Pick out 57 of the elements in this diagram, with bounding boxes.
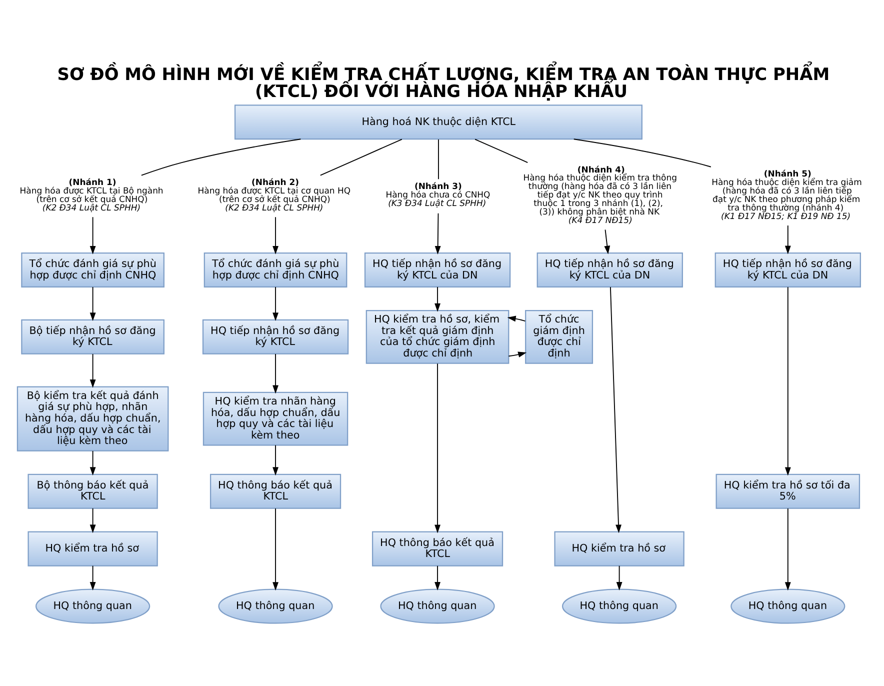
arrow <box>434 362 440 533</box>
node-box: HQ kiểm tra hồ sơ <box>28 530 158 566</box>
connector <box>320 138 402 176</box>
node-ellipse: HQ thông quan <box>380 588 495 624</box>
node-text: (Nhánh 1) Hàng hóa được KTCL tại Bộ ngành (trên cơ sở kết quả CNHQ) (K2 Đ34 Luật CL SPHH) <box>20 176 164 212</box>
node-text: (Nhánh 4) Hàng hóa thuộc diện kiểm tra thông thường (hàng hóa đã có 3 lần liên tiếp đạt y/c NK theo quy trình thuộc 1 trong 3 nhánh (1), (2), (3)) không phân biệt nhà NK (K4 Đ17 NĐ15) <box>523 164 677 225</box>
arrow <box>434 564 440 590</box>
diagram-title: SƠ ĐỒ MÔ HÌNH MỚI VỀ KIỂM TRA CHẤT LƯỢNG, KIỂM TRA AN TOÀN THỰC PHẨM (KTCL) ĐỐI VỚI HÀNG HÓA NHẬP KHẨU <box>57 64 830 101</box>
connector <box>140 138 302 176</box>
node-box: HQ tiếp nhận hồ sơ đăng ký KTCL của DN <box>536 252 683 288</box>
node-box: HQ tiếp nhận hồ sơ đăng ký KTCL của DN <box>714 252 861 288</box>
node-box: Bộ tiếp nhận hồ sơ đăng ký KTCL <box>21 318 164 354</box>
node-box: HQ kiểm tra nhãn hàng hóa, dấu hợp chuẩn, dấu hợp quy và các tài liệu kèm theo <box>202 391 348 446</box>
node-ellipse: HQ thông quan <box>730 588 846 624</box>
node-box: HQ tiếp nhận hồ sơ đăng ký KTCL của DN <box>364 252 511 288</box>
node-text: (Nhánh 5) Hàng hóa thuộc diện kiểm tra giảm (hàng hóa đã có 3 lần liên tiếp đạt y/c NK theo phương pháp kiểm tra thông thường (nhánh 4) (K1 Đ17 NĐ15; K1 Đ19 NĐ 15) <box>712 168 862 220</box>
arrow <box>604 228 610 254</box>
node-box: Tổ chức đánh giá sự phù hợp được chỉ định CNHQ <box>21 252 164 288</box>
node-box: HQ kiểm tra hồ sơ <box>554 530 684 566</box>
arrow <box>272 508 278 590</box>
node-text: (Nhánh 3) Hàng hóa chưa có CNHQ (K3 Đ34 Luật CL SPHH) <box>386 180 490 208</box>
node-ellipse: HQ thông quan <box>562 588 677 624</box>
node-box: HQ kiểm tra hồ sơ tối đa 5% <box>716 473 860 508</box>
arrow <box>616 564 622 590</box>
node-box: Bộ kiểm tra kết quả đánh giá sự phù hợp, nhãn hàng hóa, dấu hợp chuẩn, dấu hợp quy và các tài liệu kèm theo <box>16 386 169 451</box>
node-ellipse: HQ thông quan <box>35 588 150 624</box>
arrow <box>434 212 441 254</box>
arrow <box>784 508 791 590</box>
node-box: Tổ chức đánh giá sự phù hợp được chỉ định CNHQ <box>204 252 348 288</box>
arrow <box>90 507 96 533</box>
arrow <box>784 286 791 476</box>
arrow <box>508 351 527 357</box>
arrow <box>507 315 526 322</box>
arrow <box>272 353 278 394</box>
arrow <box>272 286 278 321</box>
arrow <box>90 450 96 476</box>
arrow <box>90 216 96 254</box>
node-box: Tổ chức giám định được chỉ định <box>525 309 594 364</box>
node-box: Hàng hoá NK thuộc diện KTCL <box>234 104 642 140</box>
node-box: HQ thông báo kết quả KTCL <box>372 530 504 566</box>
arrow <box>434 286 440 312</box>
arrow <box>784 224 791 254</box>
arrow <box>272 444 278 476</box>
node-text: (Nhánh 2) Hàng hóa được KTCL tại cơ quan HQ (trên cơ sở kết quả CNHQ) (K2 Đ34 Luật CL SPHH) <box>198 176 351 212</box>
arrow <box>90 353 96 388</box>
arrow <box>90 286 96 321</box>
connector <box>573 138 712 167</box>
node-box: HQ kiểm tra hồ sơ, kiểm tra kết quả giám định của tổ chức giám định được chỉ định <box>366 309 510 364</box>
node-box: Bộ thông báo kết quả KTCL <box>28 473 158 508</box>
arrow <box>610 286 622 533</box>
node-box: HQ tiếp nhận hồ sơ đăng ký KTCL <box>202 318 349 354</box>
node-ellipse: HQ thông quan <box>218 588 333 624</box>
arrow <box>272 216 278 254</box>
connector <box>474 138 528 162</box>
node-box: HQ thông báo kết quả KTCL <box>210 473 342 508</box>
arrow <box>90 564 96 590</box>
connector <box>438 138 439 180</box>
